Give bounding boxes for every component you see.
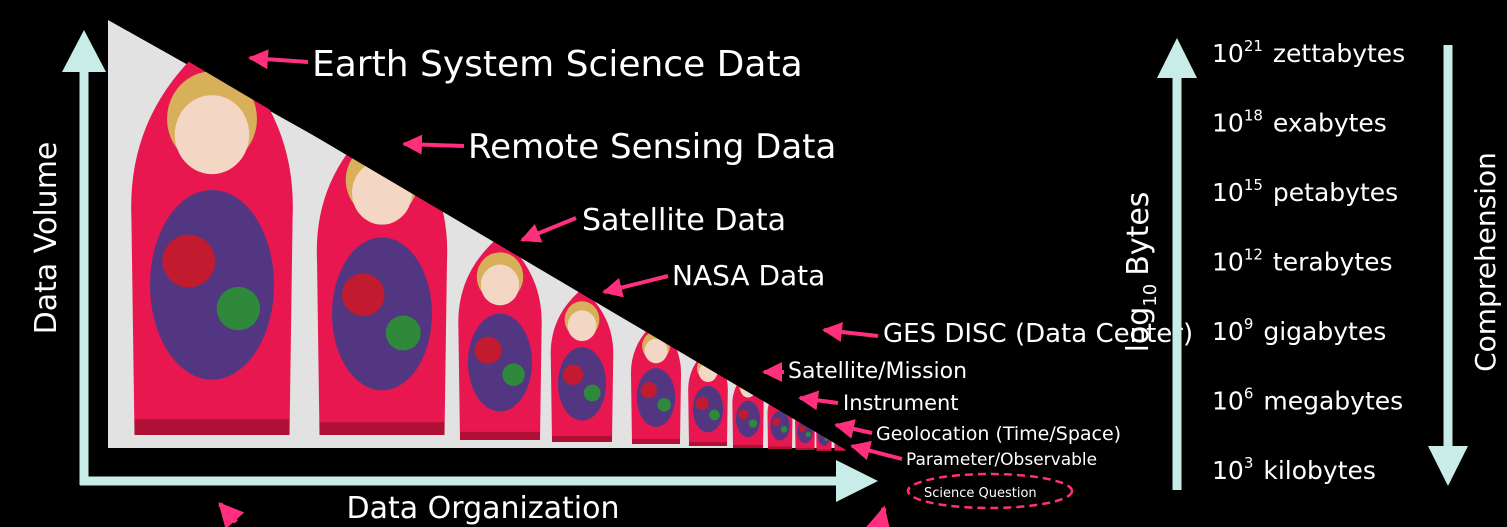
hierarchy-pointer-icon: [402, 134, 465, 155]
nesting-doll: [316, 116, 448, 435]
pointer-left-icon: [218, 502, 245, 527]
x-axis-arrowhead: [836, 460, 878, 502]
axes: Data Volume Data Organization: [29, 30, 891, 527]
nesting-dolls: [131, 39, 857, 451]
pointer-right-icon: [866, 505, 891, 527]
nesting-doll: [550, 289, 614, 442]
hierarchy-label: Earth System Science Data: [312, 44, 803, 85]
hierarchy-label: Parameter/Observable: [906, 450, 1097, 470]
hierarchy-label: GES DISC (Data Center): [883, 319, 1193, 349]
hierarchy-label: Satellite/Mission: [788, 359, 967, 384]
bytes-axis-label: log10Bytes: [1121, 192, 1161, 353]
x-axis-label: Data Organization: [347, 491, 620, 526]
comprehension-label: Comprehension: [1469, 152, 1502, 372]
nesting-doll: [131, 39, 293, 435]
diagonal-mask: [108, 14, 1100, 470]
y-axis-arrowhead: [62, 30, 106, 72]
hierarchy-label: Geolocation (Time/Space): [876, 423, 1121, 445]
hierarchy-label: Instrument: [843, 391, 959, 415]
science-question-outline: [906, 472, 1074, 510]
hierarchy-label: NASA Data: [672, 259, 825, 292]
hierarchy-label: Science Question: [924, 486, 1037, 501]
hierarchy-label: Remote Sensing Data: [468, 127, 836, 167]
hierarchy-pointer-icon: [520, 216, 577, 243]
bytes-up-arrowhead: [1157, 38, 1197, 78]
nesting-doll: [458, 236, 542, 440]
hierarchy-pointer-icon: [850, 440, 903, 461]
hierarchy-pointer-icon: [248, 49, 309, 70]
hierarchy-pointer-icon: [602, 274, 669, 298]
hierarchy-pointer-icon: [834, 419, 873, 439]
hierarchy-label: Satellite Data: [582, 203, 786, 238]
y-axis-label: Data Volume: [29, 142, 64, 335]
comprehension-down-arrowhead: [1428, 446, 1468, 486]
hierarchy-pointer-icon: [822, 322, 879, 342]
nesting-doll: [630, 321, 682, 444]
hierarchy-pointer-icon: [798, 390, 839, 411]
